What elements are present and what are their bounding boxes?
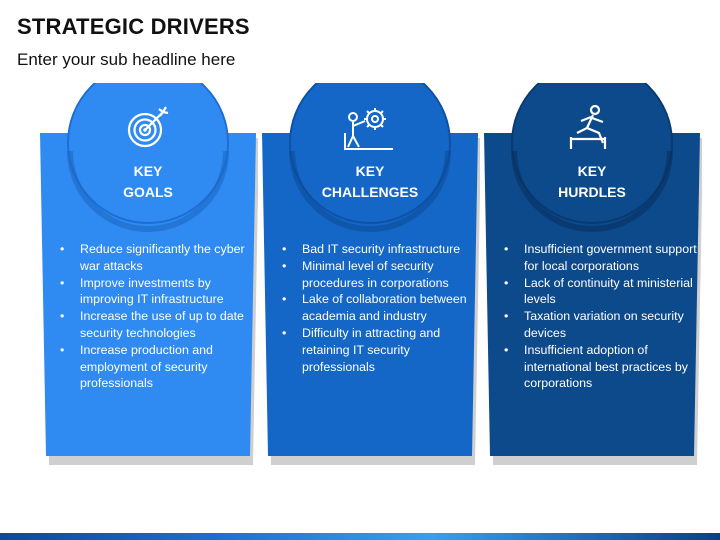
card-title-line1: KEY: [355, 163, 385, 179]
card-title-line2: CHALLENGES: [321, 184, 419, 200]
card-title: KEY HURDLES: [482, 161, 702, 203]
bullet-list: Insufficient government support for loca…: [504, 241, 700, 392]
card-title: KEY CHALLENGES: [260, 161, 480, 203]
card-title: KEY GOALS: [38, 161, 258, 203]
list-item: Insufficient adoption of international b…: [504, 342, 700, 392]
list-item: Increase the use of up to date security …: [60, 308, 256, 342]
target-icon: [127, 106, 169, 148]
list-item: Lack of continuity at ministerial levels: [504, 275, 700, 309]
list-item: Taxation variation on security devices: [504, 308, 700, 342]
list-item: Difficulty in attracting and retaining I…: [282, 325, 478, 375]
list-item: Improve investments by improving IT infr…: [60, 275, 256, 309]
card-key-challenges: KEY CHALLENGES Bad IT security infrastru…: [260, 83, 480, 468]
person-gear-icon: [344, 108, 393, 150]
card-title-line1: KEY: [577, 163, 607, 179]
card-key-hurdles: KEY HURDLES Insufficient government supp…: [482, 83, 702, 468]
card-title-line1: KEY: [133, 163, 163, 179]
page-subtitle: Enter your sub headline here: [17, 50, 236, 69]
bottom-accent-bar: [0, 533, 720, 540]
list-item: Reduce significantly the cyber war attac…: [60, 241, 256, 275]
list-item: Bad IT security infrastructure: [282, 241, 478, 258]
page-title: STRATEGIC DRIVERS: [17, 14, 250, 39]
hurdle-jumper-icon: [569, 104, 607, 149]
list-item: Insufficient government support for loca…: [504, 241, 700, 275]
bullet-list: Bad IT security infrastructure Minimal l…: [282, 241, 478, 375]
list-item: Minimal level of security procedures in …: [282, 258, 478, 292]
card-title-line2: HURDLES: [558, 184, 626, 200]
card-title-line2: GOALS: [123, 184, 173, 200]
bullet-list: Reduce significantly the cyber war attac…: [60, 241, 256, 392]
list-item: Increase production and employment of se…: [60, 342, 256, 392]
list-item: Lake of collaboration between academia a…: [282, 291, 478, 325]
card-key-goals: KEY GOALS Reduce significantly the cyber…: [38, 83, 258, 468]
